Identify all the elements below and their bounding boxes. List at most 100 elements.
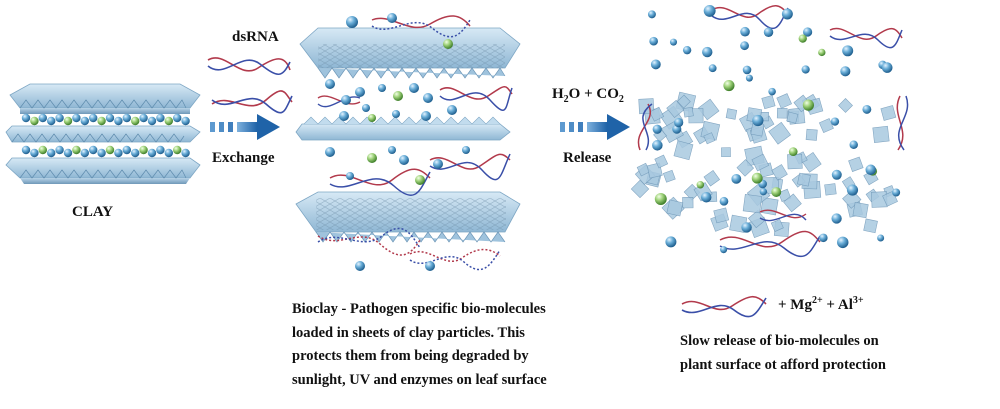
blue-sphere [840,66,851,77]
blue-sphere [392,110,400,118]
green-sphere [131,116,140,126]
blue-sphere [387,13,397,23]
blue-sphere [362,104,370,112]
clay-fragment [805,128,818,141]
blue-sphere [388,146,396,154]
blue-sphere [122,145,131,155]
caption-line: Slow release of bio-molecules on [680,333,879,349]
green-sphere [723,79,735,92]
clay-fragment [768,121,791,145]
blue-sphere [105,113,115,123]
blue-sphere [30,148,39,158]
blue-sphere [802,27,813,37]
blue-sphere [674,118,684,128]
green-sphere [771,187,782,198]
blue-sphere [881,62,893,73]
blue-sphere [842,45,854,57]
blue-sphere [682,45,692,55]
released-dsrna-strands [637,5,909,258]
blue-sphere [21,145,31,155]
clay-fragment [863,218,878,234]
exchange-label: Exchange [212,150,275,166]
blue-sphere [703,4,716,17]
green-sphere [751,172,763,184]
blue-sphere [80,148,90,158]
clay-fragment [683,106,694,118]
clay-fragment [751,153,770,172]
blue-sphere [752,114,764,127]
clay-fragment [776,93,792,109]
caption-line: protects them from being degraded by [292,348,529,364]
green-sphere [443,39,453,49]
blue-sphere [731,173,742,184]
green-sphere [72,145,81,155]
green-sphere [38,145,47,155]
interlayer-spheres [21,113,190,126]
blue-sphere [55,113,64,123]
blue-sphere [339,111,349,121]
blue-sphere [708,64,717,73]
blue-sphere [462,146,470,154]
blue-sphere [740,41,749,51]
blue-sphere [719,196,729,206]
clay-fragment [770,218,784,232]
clay-fragment [703,169,721,187]
green-sphere [97,116,106,126]
bioclay-caption: Bioclay - Pathogen specific bio-molecule… [292,298,547,392]
clay-fragment [761,95,776,110]
blue-sphere [865,164,877,176]
interlayer-spheres [21,145,190,158]
clay-fragment [742,193,763,214]
blue-sphere [341,95,351,105]
clay-fragment [697,98,720,121]
clay-fragment [747,210,767,229]
clay-fragment [703,132,716,145]
clay-fragment [786,111,799,124]
exchange-arrow [210,114,280,140]
ions-label: + Mg2+ + Al3+ [778,295,864,313]
blue-sphere [702,46,713,58]
blue-sphere [47,116,56,126]
caption-line: sunlight, UV and enzymes on leaf surface [292,371,547,388]
h2o-co2-label: H2O + CO2 [552,86,624,105]
clay-fragment [776,107,788,119]
blue-sphere [89,145,98,155]
blue-sphere [742,65,752,75]
bioclay-spheres [325,13,470,271]
blue-sphere [21,113,31,123]
blue-sphere [147,116,157,126]
bioclay-top-sheet [299,27,521,79]
green-sphere [367,153,377,163]
green-sphere [798,34,807,43]
clay-fragment [848,156,864,172]
caption-line: Bioclay - Pathogen specific bio-molecule… [292,301,546,317]
blue-sphere [849,140,858,149]
blue-sphere [114,116,123,126]
green-sphere [788,147,798,157]
clay-layer [5,125,201,143]
green-sphere [63,116,73,126]
blue-sphere [147,148,157,158]
clay-fragment [721,147,731,158]
bioclay-bottom-sheet [295,191,521,243]
blue-sphere [355,261,365,271]
release-caption: Slow release of bio-molecules on plant s… [680,330,886,377]
blue-sphere [801,65,810,74]
clay-fragment [872,125,890,143]
caption-line: plant surface ot afford protection [680,356,886,373]
clay-fragment [818,118,834,134]
blue-sphere [325,147,335,157]
clay-fragment [852,202,869,219]
blue-sphere [669,38,678,46]
blue-sphere [421,111,431,121]
blue-sphere [72,113,81,123]
blue-sphere [665,236,677,248]
release-arrow [560,114,630,140]
clay-fragment [654,154,669,169]
green-sphere [105,145,115,155]
dsrna-strands-input [207,57,293,114]
blue-sphere [346,16,358,28]
blue-sphere [652,124,662,134]
clay-fragment [736,159,755,177]
green-sphere [368,114,376,122]
